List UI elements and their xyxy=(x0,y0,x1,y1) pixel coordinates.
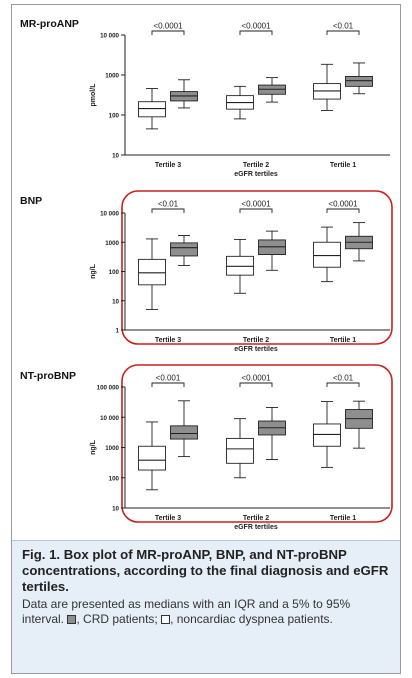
y-tick-label: 1 xyxy=(116,328,120,335)
y-tick-label: 100 xyxy=(109,113,120,120)
p-value-label: <0.0001 xyxy=(241,374,271,383)
highlight-frame xyxy=(121,364,393,523)
significance-bracket xyxy=(239,208,273,213)
noncardiac-swatch-icon xyxy=(161,615,171,624)
panel-title: MR-proANP xyxy=(20,18,79,30)
category-label: Tertile 3 xyxy=(155,515,181,522)
y-axis-label: pmol/L xyxy=(90,83,97,107)
y-tick-label: 1000 xyxy=(105,445,119,452)
y-tick-label: 10 000 xyxy=(100,33,119,40)
significance-bracket xyxy=(326,208,360,213)
p-value-label: <0.0001 xyxy=(153,22,183,31)
box-body xyxy=(345,75,373,87)
x-axis-label: eGFR tertiles xyxy=(234,524,278,531)
panel-title: NT-proBNP xyxy=(20,370,76,382)
p-value-label: <0.01 xyxy=(158,200,179,209)
significance-bracket xyxy=(239,30,273,35)
figure: MR-proANP 10 100 1000 10 000 pmol/L Tertile 3 <… xyxy=(11,4,401,674)
noncardiac-legend-label: , noncardiac dyspnea patients. xyxy=(170,612,333,626)
box-body xyxy=(226,255,254,276)
box-body xyxy=(313,241,341,268)
y-tick-label: 1000 xyxy=(105,240,119,247)
x-axis-label: eGFR tertiles xyxy=(234,346,278,353)
box-body xyxy=(170,242,198,257)
category-label: Tertile 3 xyxy=(155,337,181,344)
panel-title: BNP xyxy=(20,195,42,207)
y-tick-label: 100 xyxy=(109,269,120,276)
category-label: Tertile 2 xyxy=(243,337,269,344)
highlight-frame xyxy=(121,190,393,345)
caption-body-text: Data are presented as medians with an IQ… xyxy=(22,597,351,626)
box-body xyxy=(170,425,198,440)
significance-bracket xyxy=(326,30,360,35)
category-label: Tertile 2 xyxy=(243,162,269,169)
y-axis-label: ng/L xyxy=(90,263,97,278)
category-label: Tertile 2 xyxy=(243,515,269,522)
significance-bracket xyxy=(326,382,360,387)
category-label: Tertile 3 xyxy=(155,162,181,169)
p-value-label: <0.0001 xyxy=(328,200,358,209)
y-tick-label: 10 xyxy=(112,506,119,513)
box-body xyxy=(138,258,166,286)
significance-bracket xyxy=(151,208,185,213)
y-tick-label: 100 xyxy=(109,475,120,482)
p-value-label: <0.01 xyxy=(333,374,354,383)
box-body xyxy=(313,423,341,447)
caption-title: Fig. 1. Box plot of MR-proANP, BNP, and … xyxy=(22,547,389,594)
p-value-label: <0.0001 xyxy=(241,200,271,209)
category-label: Tertile 1 xyxy=(330,162,356,169)
p-value-label: <0.0001 xyxy=(241,22,271,31)
significance-bracket xyxy=(151,30,185,35)
box-plot-panels: MR-proANP 10 100 1000 10 000 pmol/L Tertile 3 <… xyxy=(20,18,393,531)
p-value-label: <0.001 xyxy=(156,374,181,383)
p-value-label: <0.01 xyxy=(333,22,354,31)
figure-caption: Fig. 1. Box plot of MR-proANP, BNP, and … xyxy=(12,540,400,673)
caption-body: Data are presented as medians with an IQ… xyxy=(22,597,390,627)
crd-legend-label: , CRD patients; xyxy=(76,612,158,626)
crd-swatch-icon xyxy=(67,615,77,624)
category-label: Tertile 1 xyxy=(330,337,356,344)
category-label: Tertile 1 xyxy=(330,515,356,522)
y-tick-label: 10 xyxy=(112,153,119,160)
y-tick-label: 1000 xyxy=(105,73,119,80)
y-tick-label: 10 000 xyxy=(100,415,119,422)
y-tick-label: 100 000 xyxy=(97,385,120,392)
box-body xyxy=(138,101,166,118)
significance-bracket xyxy=(239,382,273,387)
y-tick-label: 10 000 xyxy=(100,211,119,218)
significance-bracket xyxy=(151,382,185,387)
box-body xyxy=(138,445,166,471)
box-body xyxy=(226,437,254,464)
y-axis-label: ng/L xyxy=(90,439,97,454)
x-axis-label: eGFR tertiles xyxy=(234,171,278,178)
y-tick-label: 10 xyxy=(112,298,119,305)
